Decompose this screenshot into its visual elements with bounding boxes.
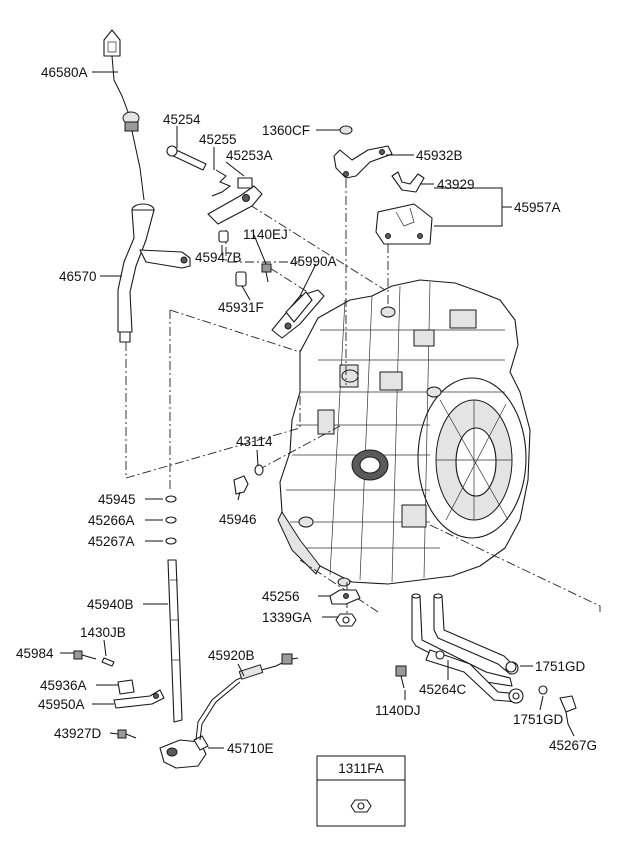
- part-45957A-bracket: [375, 203, 433, 245]
- assembly-lines: [125, 162, 601, 614]
- callout-45267A: 45267A: [88, 534, 135, 549]
- part-1140DJ-bolt: [395, 665, 407, 689]
- callout-43114: 43114: [236, 434, 273, 449]
- part-45920B-cable: [195, 653, 299, 741]
- callout-43929: 43929: [437, 177, 475, 192]
- callout-43927D: 43927D: [54, 726, 102, 741]
- part-45950A-lever: [113, 689, 165, 709]
- callout-1140DJ: 1140DJ: [375, 703, 421, 718]
- callout-1140EJ: 1140EJ: [243, 227, 288, 242]
- callout-1339GA: 1339GA: [262, 610, 312, 625]
- callout-1360CF: 1360CF: [262, 123, 310, 138]
- part-45940B-shaft: [167, 559, 183, 723]
- callout-45945: 45945: [98, 492, 136, 507]
- part-45932B-bracket: [333, 145, 393, 179]
- callout-45946: 45946: [219, 512, 257, 527]
- part-1140EJ-bolt: [261, 263, 272, 283]
- callout-45710E: 45710E: [227, 741, 274, 756]
- callout-45990A: 45990A: [290, 254, 337, 269]
- part-1339GA-nut: [335, 613, 357, 627]
- callout-45267G: 45267G: [549, 738, 597, 753]
- callout-45940B: 45940B: [87, 597, 134, 612]
- callout-45984: 45984: [16, 646, 54, 661]
- leader-lines: [60, 71, 575, 749]
- part-45267A-oring: [165, 537, 177, 545]
- callout-46570: 46570: [59, 269, 97, 284]
- callout-46580A: 46580A: [41, 65, 88, 80]
- callout-45936A: 45936A: [40, 678, 87, 693]
- part-45945-oring: [165, 495, 177, 503]
- part-43929-clip: [391, 171, 425, 193]
- callout-45253A: 45253A: [226, 148, 273, 163]
- callout-45264C: 45264C: [419, 682, 467, 697]
- callout-45266A: 45266A: [88, 513, 135, 528]
- part-45266A-oring: [165, 516, 177, 524]
- callout-1751GD-a: 1751GD: [535, 659, 586, 674]
- part-1751GD-washer-b: [538, 685, 548, 695]
- part-1751GD-washer-a: [505, 661, 517, 673]
- part-1430JB-pin: [101, 657, 115, 667]
- callout-1751GD-b: 1751GD: [513, 712, 564, 727]
- part-45256-bracket: [329, 589, 361, 605]
- part-46580A-dipstick: [103, 29, 145, 201]
- part-45253A-lever: [207, 177, 263, 225]
- part-46570-guide-tube: [117, 203, 191, 343]
- part-45710E-selector: [159, 735, 209, 769]
- part-1360CF-grommet: [339, 125, 353, 135]
- part-43114-washer: [254, 464, 264, 476]
- part-43927D-bolt: [117, 729, 137, 739]
- legend-box-title: 1311FA: [338, 761, 384, 776]
- callout-1430JB: 1430JB: [80, 625, 126, 640]
- callout-45950A: 45950A: [38, 697, 85, 712]
- callout-labels: 46580A 45254 45255 1360CF 45932B 45253A …: [16, 65, 597, 756]
- part-45931F-pin: [235, 271, 247, 287]
- part-45946-plug: [233, 475, 249, 495]
- part-45267G-fitting: [559, 695, 577, 725]
- callout-45947B: 45947B: [195, 250, 242, 265]
- part-45255-spring: [211, 169, 232, 197]
- callout-45254: 45254: [163, 112, 201, 127]
- callout-45920B: 45920B: [208, 648, 255, 663]
- part-45990A-bracket: [271, 289, 325, 339]
- callout-45256: 45256: [262, 589, 300, 604]
- part-45254-pin: [166, 145, 207, 171]
- callout-45931F: 45931F: [218, 300, 264, 315]
- transmission-case: [277, 279, 531, 587]
- legend-box-1311FA: 1311FA: [316, 755, 406, 827]
- part-45947B-pin: [218, 230, 229, 243]
- part-45936A-clip: [117, 679, 135, 695]
- callout-45932B: 45932B: [416, 148, 463, 163]
- callout-45957A: 45957A: [514, 200, 561, 215]
- callout-45255: 45255: [199, 132, 237, 147]
- part-45984-bolt: [73, 650, 97, 660]
- nut-icon: [350, 799, 372, 813]
